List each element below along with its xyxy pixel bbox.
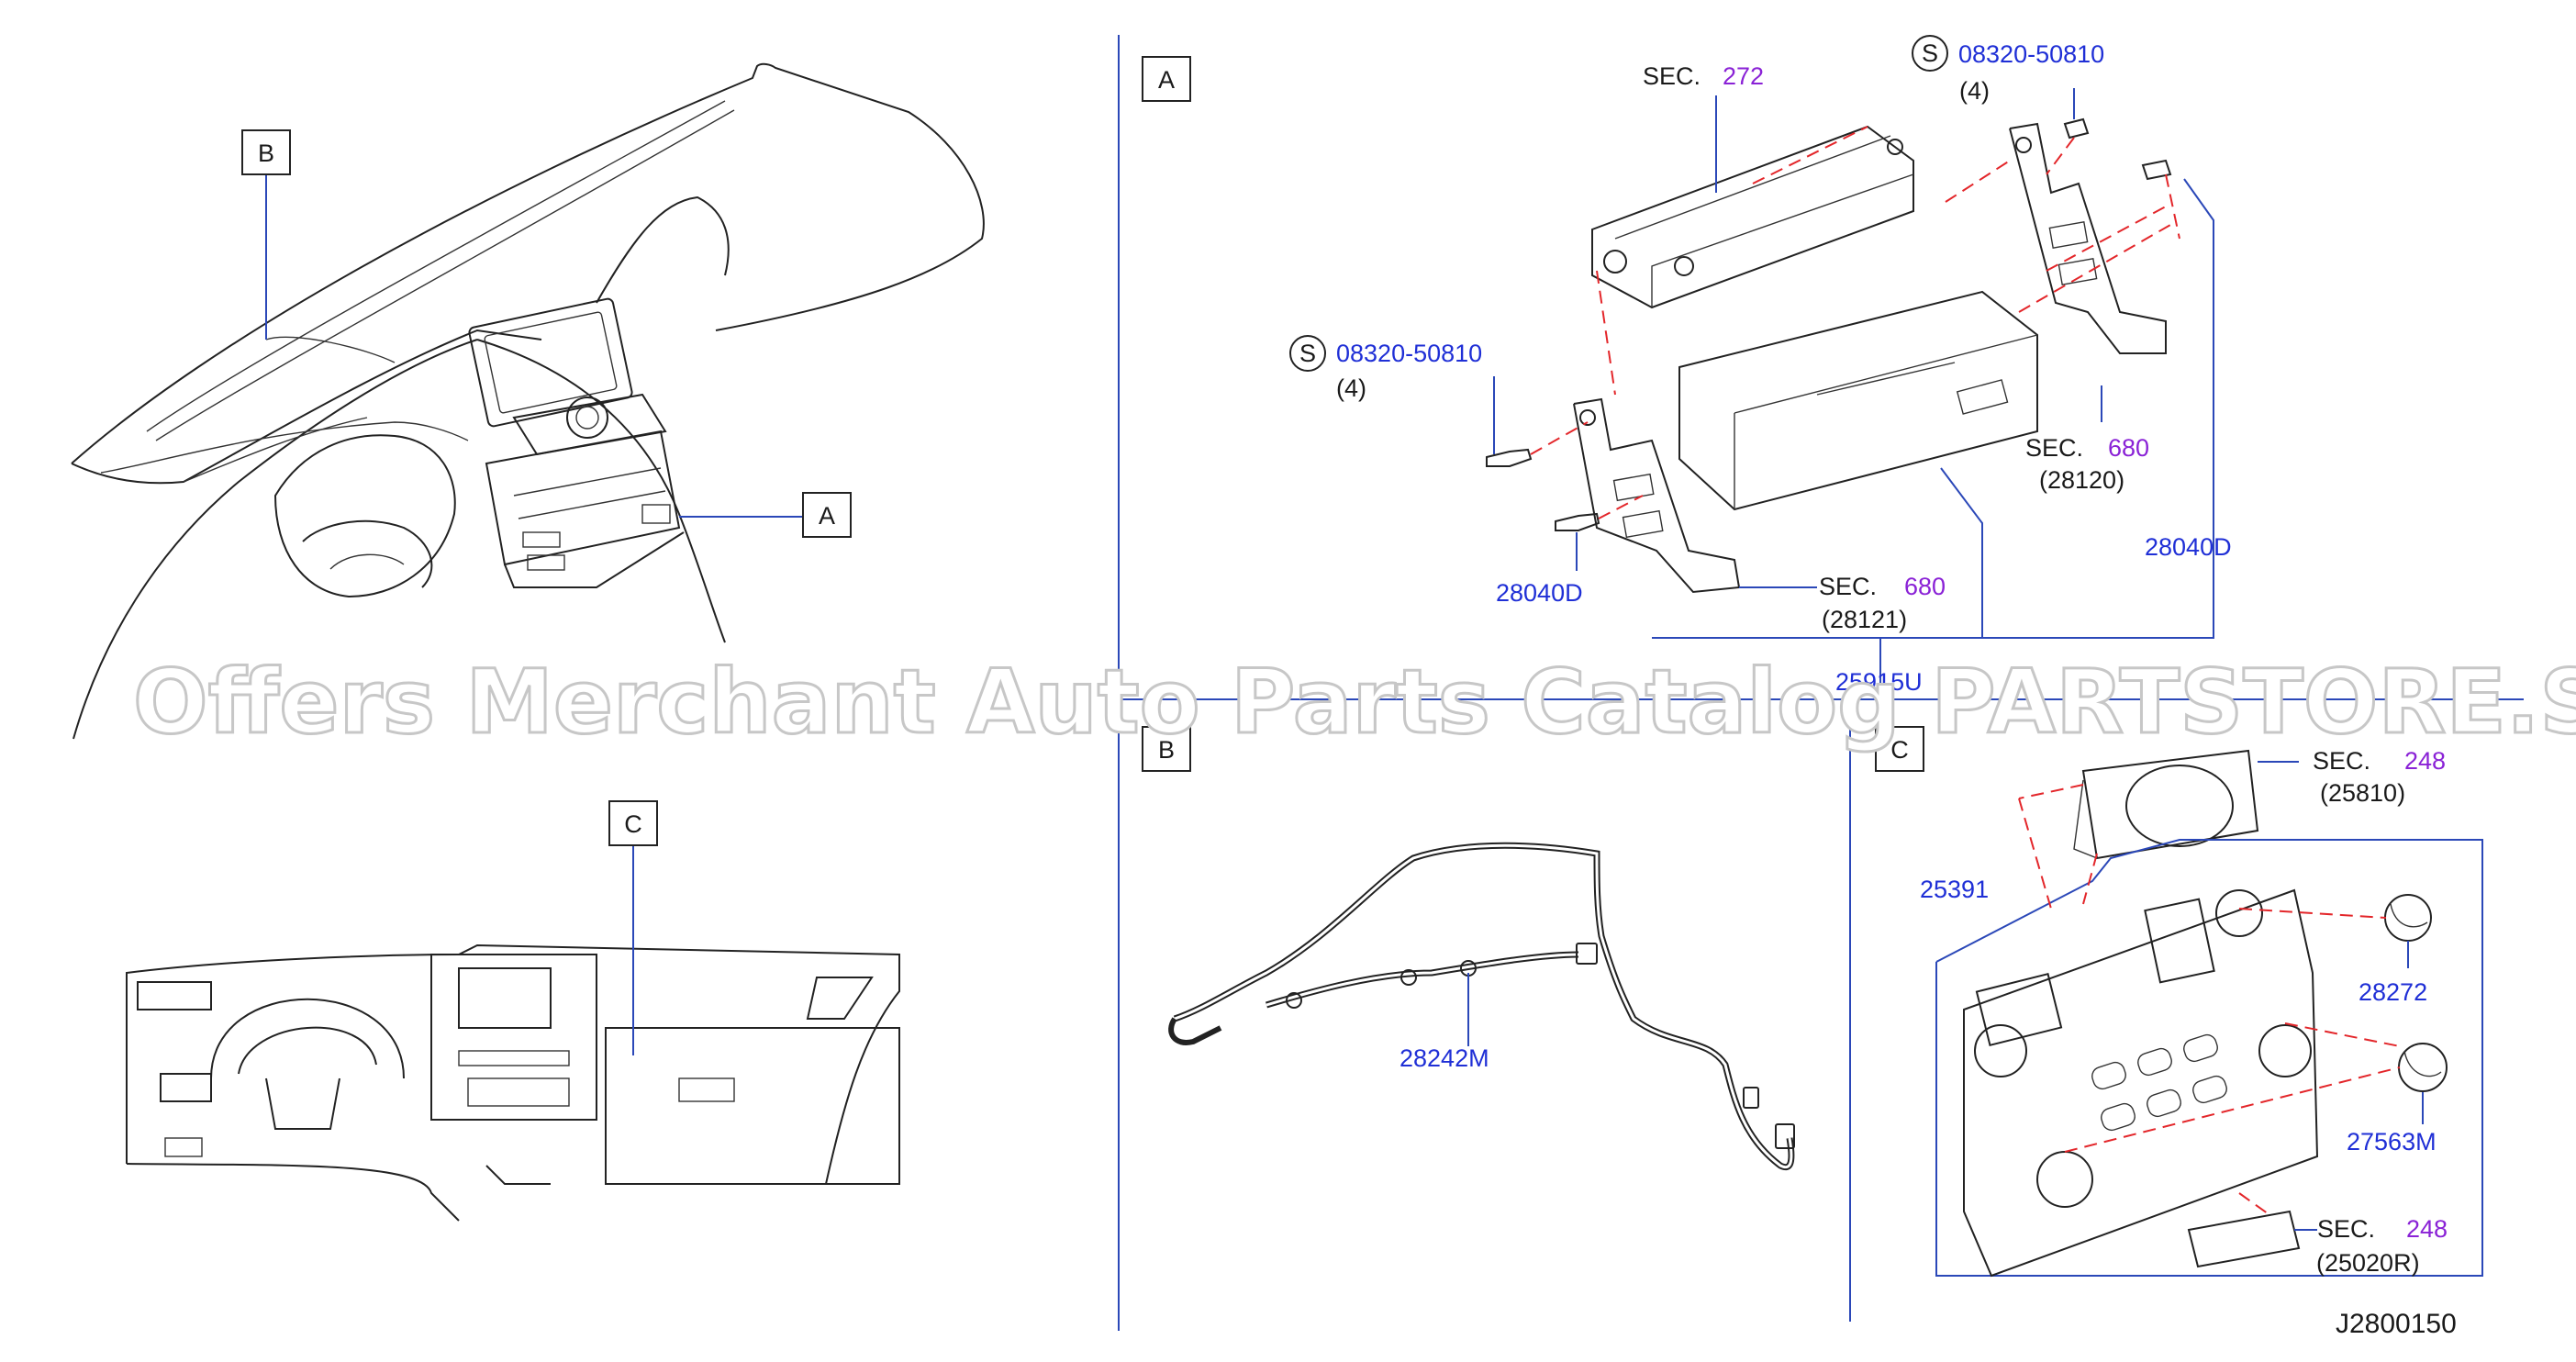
svg-text:27563M: 27563M <box>2347 1128 2437 1155</box>
svg-text:28040D: 28040D <box>2145 533 2232 561</box>
label-sec-248-top[interactable]: SEC. 248 (25810) <box>2313 747 2446 807</box>
dashboard-perspective-drawing <box>71 62 985 740</box>
svg-text:C: C <box>624 810 642 838</box>
svg-text:28272: 28272 <box>2359 978 2427 1006</box>
svg-text:B: B <box>258 140 274 167</box>
callout-box-c-overview: C <box>608 800 658 846</box>
label-sec-248-bottom[interactable]: SEC. 248 (25020R) <box>2316 1215 2448 1277</box>
panel-c-header-box: C <box>1875 726 1924 772</box>
svg-text:25391: 25391 <box>1920 876 1989 903</box>
svg-text:248: 248 <box>2406 1215 2448 1243</box>
svg-text:A: A <box>1158 66 1175 94</box>
callout-box-a-overview: A <box>802 492 852 538</box>
label-sec-680-left[interactable]: SEC. 680 (28121) <box>1819 573 1946 633</box>
svg-text:248: 248 <box>2404 747 2446 775</box>
overview-leader-lines <box>265 174 803 1055</box>
svg-text:(25810): (25810) <box>2320 779 2405 807</box>
svg-text:(25020R): (25020R) <box>2316 1249 2420 1277</box>
panel-b-header-box: B <box>1142 726 1191 772</box>
diagram-id: J2800150 <box>2336 1309 2457 1339</box>
svg-text:SEC.: SEC. <box>1819 573 1877 600</box>
svg-text:08320-50810: 08320-50810 <box>1336 340 1482 367</box>
svg-text:S: S <box>1299 340 1316 367</box>
svg-text:A: A <box>819 502 835 530</box>
svg-text:28242M: 28242M <box>1400 1044 1489 1072</box>
panel-b-harness <box>1168 842 1795 1171</box>
panel-a-drawing <box>1486 117 2180 594</box>
label-screw-left[interactable]: S 08320-50810 (4) <box>1289 335 1482 402</box>
svg-text:SEC.: SEC. <box>1643 62 1701 90</box>
svg-text:SEC.: SEC. <box>2317 1215 2375 1243</box>
svg-text:SEC.: SEC. <box>2313 747 2370 775</box>
watermark: Offers Merchant Auto Parts Catalog PARTS… <box>133 651 2576 754</box>
svg-text:680: 680 <box>2108 434 2149 462</box>
panel-c-drawing <box>1935 749 2483 1278</box>
panel-a-header-box: A <box>1142 56 1191 102</box>
svg-text:680: 680 <box>1904 573 1946 600</box>
svg-text:S: S <box>1922 39 1938 67</box>
svg-text:25915U: 25915U <box>1835 668 1923 696</box>
svg-text:28040D: 28040D <box>1496 579 1583 607</box>
label-knob-2[interactable]: 27563M <box>2347 1128 2437 1155</box>
panel-c-leader-lines <box>2258 761 2424 1231</box>
label-harness[interactable]: 28242M <box>1400 1044 1489 1072</box>
svg-text:08320-50810: 08320-50810 <box>1958 40 2104 68</box>
label-main-unit[interactable]: 25915U <box>1835 668 1923 696</box>
panel-dividers <box>1118 35 2524 1331</box>
label-bolt-left[interactable]: 28040D <box>1496 579 1583 607</box>
svg-text:272: 272 <box>1723 62 1764 90</box>
label-knob-1[interactable]: 28272 <box>2359 978 2427 1006</box>
label-bolt-right[interactable]: 28040D <box>2145 533 2232 561</box>
label-sec-680-right[interactable]: SEC. 680 (28120) <box>2025 434 2149 494</box>
svg-text:C: C <box>1890 736 1909 764</box>
svg-text:SEC.: SEC. <box>2025 434 2083 462</box>
svg-text:(4): (4) <box>1959 77 1990 105</box>
svg-text:B: B <box>1158 736 1175 764</box>
svg-text:(4): (4) <box>1336 374 1366 402</box>
callout-box-b-overview: B <box>241 129 291 175</box>
label-screw-top[interactable]: S 08320-50810 (4) <box>1912 35 2104 105</box>
panel-a-leader-lines <box>1493 88 2214 684</box>
svg-text:(28121): (28121) <box>1822 606 1907 633</box>
dashboard-front-drawing <box>126 943 900 1222</box>
label-sec-272[interactable]: SEC. 272 <box>1643 62 1764 90</box>
svg-text:(28120): (28120) <box>2039 466 2124 494</box>
label-assembly[interactable]: 25391 <box>1920 876 1989 903</box>
